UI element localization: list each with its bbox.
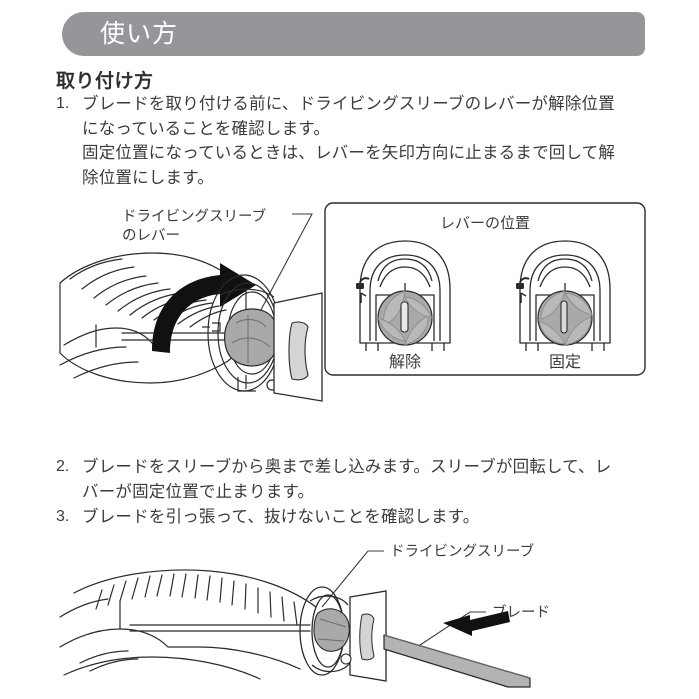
lever-state-release: 解除	[356, 240, 451, 371]
blade-shoe-plate	[273, 292, 323, 402]
callout-label-driving-sleeve: ドライビングスリーブ	[390, 542, 534, 560]
installation-illustration-bottom: ドライビングスリーブ ブレード	[59, 535, 660, 699]
callout-label-line1: ドライビングスリーブ	[122, 207, 266, 225]
lock-padlock-icon	[516, 277, 530, 303]
driving-sleeve-lever	[224, 308, 279, 367]
step-text-line: 固定位置になっているときは、レバーを矢印方向に止まるまで回して解	[82, 144, 616, 162]
unlock-padlock-icon	[356, 277, 370, 303]
state-label-locked: 固定	[549, 353, 581, 371]
page-title: 使い方	[100, 19, 179, 48]
installation-illustration-top: ドライビングスリーブ のレバー	[59, 195, 660, 445]
list-item: 2. ブレードをスリーブから奥まで差し込みます。スリーブが回転して、レ バーが固…	[56, 455, 656, 504]
step-text-line: バーが固定位置で止まります。	[82, 482, 315, 501]
step-text: ブレードを引っ張って、抜けないことを確認します。	[82, 505, 656, 530]
left-insert-arrow-icon	[443, 611, 510, 636]
list-item: 3. ブレードを引っ張って、抜けないことを確認します。	[56, 505, 656, 530]
callout-label-line2: のレバー	[122, 228, 180, 244]
state-label-release: 解除	[389, 353, 421, 371]
step-number: 3.	[56, 508, 70, 525]
step-number: 1.	[56, 95, 70, 112]
steps-list-top: 1. ブレードを取り付ける前に、ドライビングスリーブのレバーが解除位置 になって…	[56, 92, 656, 191]
step-text-line: ブレードを取り付ける前に、ドライビングスリーブのレバーが解除位置	[82, 95, 615, 113]
step-text-line: になっていることを確認します。	[82, 119, 331, 138]
step-text: ブレードを取り付ける前に、ドライビングスリーブのレバーが解除位置 になっているこ…	[82, 92, 656, 190]
saw-body-drawing	[59, 252, 247, 384]
blade-shoe-plate-bottom	[340, 590, 387, 682]
saw-body-drawing-bottom	[59, 569, 317, 680]
saw-blade	[383, 634, 531, 688]
callout-leader-line-blade	[407, 611, 486, 654]
step-text-line: ブレードを引っ張って、抜けないことを確認します。	[82, 508, 480, 526]
step-text-line: 除位置にします。	[82, 168, 214, 187]
lever-state-locked: 固定	[516, 240, 611, 371]
lever-position-inset: レバーの位置	[324, 202, 646, 376]
lever-disc-release	[377, 290, 433, 346]
section-header-bar: 使い方	[62, 12, 645, 56]
lever-disc-locked	[537, 290, 593, 346]
callout-leader-line-sleeve	[321, 550, 384, 608]
section-heading: 取り付け方	[56, 71, 154, 92]
step-text-line: ブレードをスリーブから奥まで差し込みます。スリーブが回転して、レ	[82, 458, 612, 476]
driving-sleeve-lever-bottom	[313, 608, 350, 652]
step-text: ブレードをスリーブから奥まで差し込みます。スリーブが回転して、レ バーが固定位置…	[82, 455, 656, 504]
step-number: 2.	[56, 458, 70, 475]
inset-title: レバーの位置	[440, 215, 530, 232]
curved-rotation-arrow-icon	[152, 263, 256, 353]
steps-list-bottom: 2. ブレードをスリーブから奥まで差し込みます。スリーブが回転して、レ バーが固…	[56, 455, 656, 531]
list-item: 1. ブレードを取り付ける前に、ドライビングスリーブのレバーが解除位置 になって…	[56, 92, 656, 190]
